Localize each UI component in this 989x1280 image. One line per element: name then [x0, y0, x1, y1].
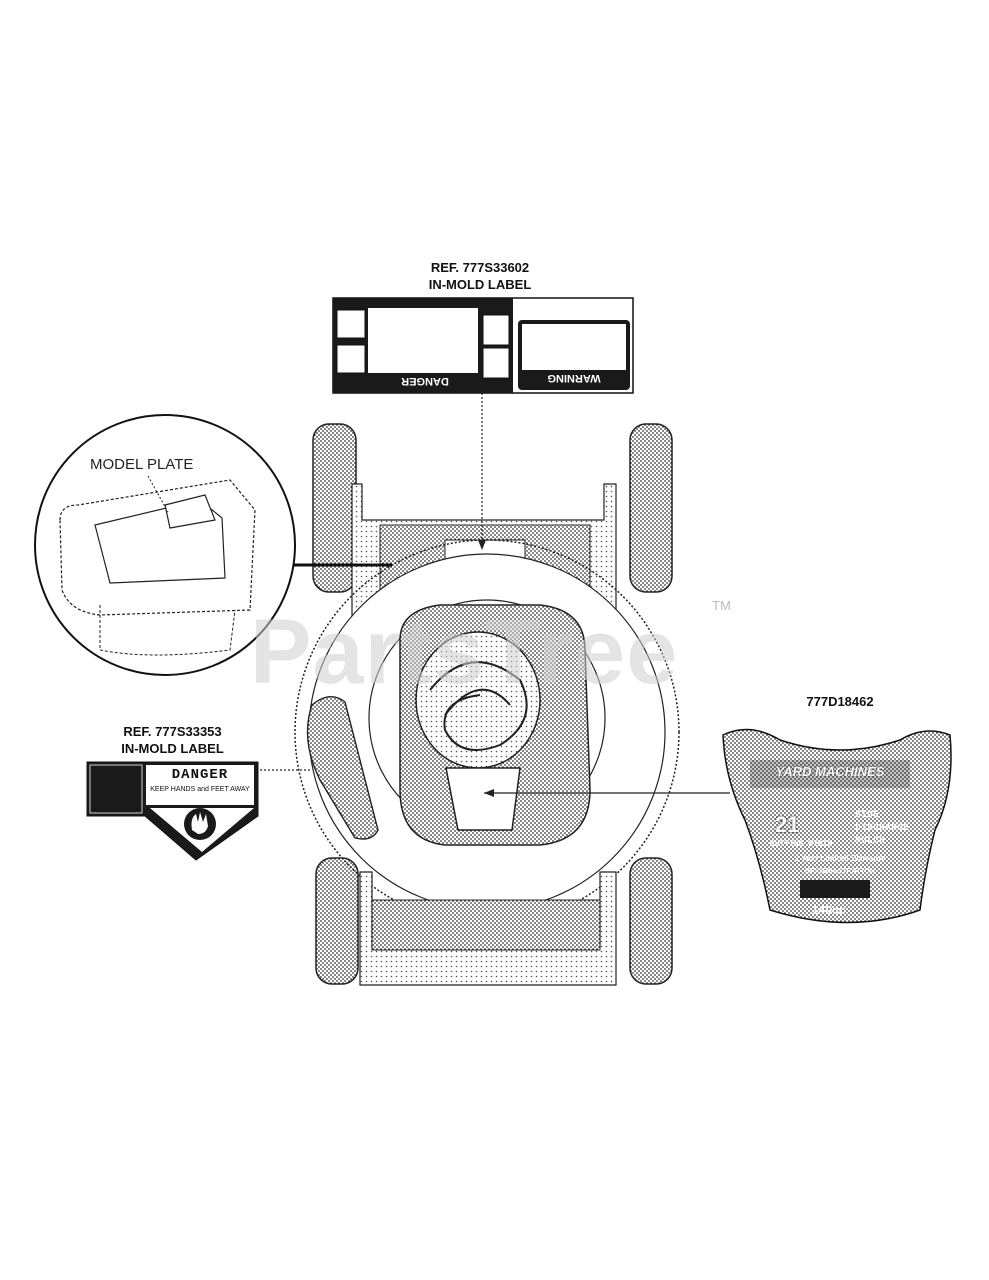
- model-plate: [164, 494, 216, 529]
- hood-decal-shape: [722, 728, 952, 924]
- top-label-icon-4: [482, 347, 510, 379]
- top-label-desc: IN-MOLD LABEL: [428, 277, 532, 292]
- hood-decal-engine-box: [800, 880, 870, 898]
- engine-swirl-2: [444, 688, 511, 716]
- left-label-ref: REF. 777S33353: [123, 724, 222, 739]
- wheel-rear-right: [629, 857, 673, 985]
- left-danger-textbox: [89, 764, 143, 814]
- hood-decal-engine-brand: BRIGGS&STRATTON: [804, 868, 876, 875]
- top-label-icon-2: [336, 344, 366, 374]
- wheel-front-left: [312, 423, 357, 593]
- hood-decal-mode-discharge: DISCHARGE: [855, 823, 910, 834]
- model-plate-leader: [147, 475, 169, 513]
- top-label-warning-text: WARNING: [547, 372, 601, 384]
- top-label-warning-textbox: [522, 324, 626, 370]
- hood-decal-mode-mulch: MULCH: [855, 836, 886, 847]
- engine-fuel-housing: [445, 767, 521, 831]
- top-label-icon-3: [482, 314, 510, 346]
- deck-rear: [359, 871, 617, 986]
- engine-swirl: [429, 661, 528, 751]
- top-label-icon-1: [336, 309, 366, 339]
- watermark: PartsTree: [250, 601, 679, 703]
- danger-subtext: KEEP HANDS and FEET AWAY: [150, 786, 250, 793]
- hand-glyph: [191, 812, 208, 834]
- model-plate-base: [99, 605, 236, 656]
- side-discharge-chute: [306, 696, 379, 840]
- hood-decal-engine-size: 140cc: [812, 903, 846, 917]
- hood-decal-ref: 777D18462: [806, 694, 874, 709]
- hood-decal-brand-band: [750, 760, 910, 788]
- hood-decal-mode-side: SIDE: [855, 810, 880, 821]
- left-label-desc: IN-MOLD LABEL: [121, 741, 224, 756]
- hood-decal-cutting-width: CUTTING WIDTH: [770, 840, 833, 849]
- wheel-rear-left: [315, 857, 359, 985]
- watermark-tm: TM: [712, 598, 731, 613]
- top-label-ref: REF. 777S33602: [430, 260, 530, 275]
- hood-decal-warranty: 2 Year Limited Warranty: [794, 854, 886, 863]
- top-label-danger-textbox: [368, 308, 478, 373]
- leader-hood-arrow: [484, 789, 494, 797]
- top-label-danger-text: DANGER: [401, 375, 449, 387]
- left-danger-header-box: [146, 765, 254, 805]
- rear-skirt: [371, 899, 601, 951]
- leader-top-arrow: [478, 540, 486, 550]
- danger-heading: DANGER: [171, 767, 229, 783]
- model-plate-housing: [59, 479, 256, 616]
- hood-decal-size: 21: [775, 812, 800, 837]
- hood-decal-brand: YARD MACHINES: [775, 764, 885, 779]
- model-plate-label: MODEL PLATE: [90, 456, 194, 473]
- wheel-front-right: [629, 423, 673, 593]
